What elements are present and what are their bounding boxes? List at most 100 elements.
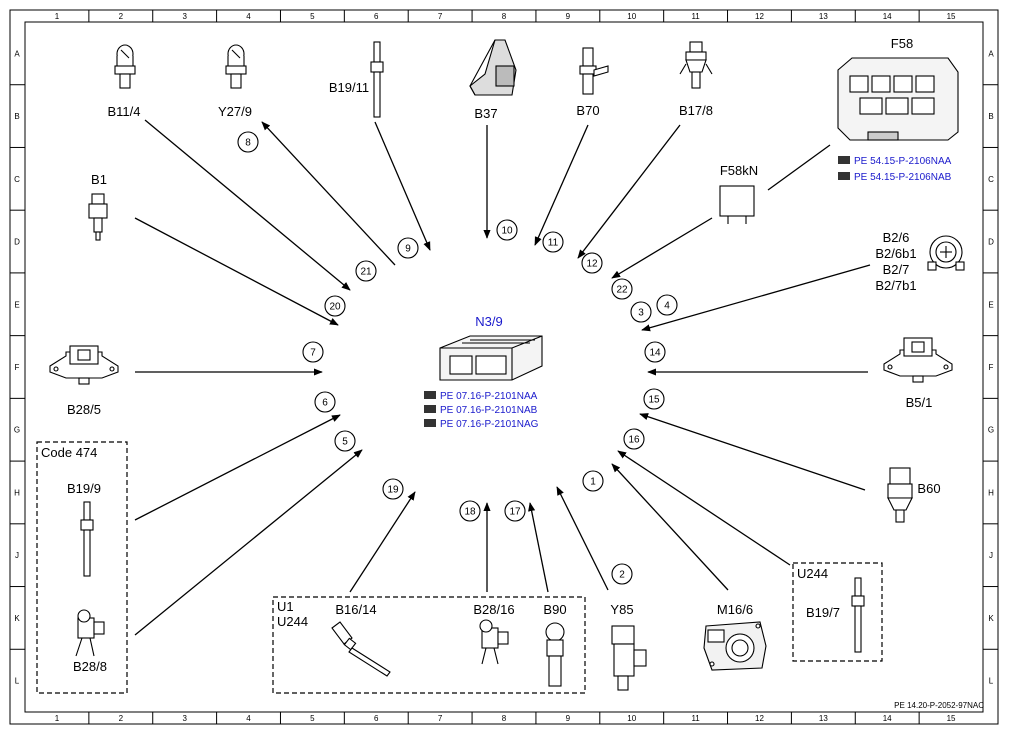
callout-circle	[314, 391, 336, 413]
b16-14-temp-sensor-icon	[331, 621, 391, 677]
footer-reference: PE 14.20-P-2052-97NAC	[894, 701, 984, 710]
label-b28-16: B28/16	[473, 602, 514, 617]
callout-circle	[382, 478, 404, 500]
callout-circle	[237, 131, 259, 153]
arrow-b90	[528, 502, 549, 593]
callout-number: 9	[405, 244, 411, 255]
grid-column-label: 11	[691, 12, 700, 21]
b19-7-temp-probe-icon	[851, 577, 865, 653]
label-b17-8: B17/8	[679, 103, 713, 118]
grid-column-label: 2	[119, 714, 124, 723]
grid-row-label: E	[988, 300, 993, 309]
label-b11-4: B11/4	[107, 104, 140, 119]
label-b19-11: B19/11	[329, 80, 369, 95]
label-b28-8: B28/8	[73, 659, 107, 674]
label-b60: B60	[917, 481, 940, 496]
callout-number: 2	[619, 570, 625, 581]
grid-ticks	[10, 10, 998, 724]
callout-circle	[496, 219, 518, 241]
ref-f58-naa: PE 54.15-P-2106NAA	[854, 156, 952, 167]
label-b19-9: B19/9	[67, 481, 101, 496]
grid-row-label: C	[14, 175, 20, 184]
grid-column-label: 6	[374, 714, 379, 723]
grid-column-label: 8	[502, 714, 507, 723]
b28-8-pressure-sensor-icon	[75, 609, 105, 657]
grid-column-label: 14	[883, 12, 892, 21]
callout-circle	[630, 301, 652, 323]
arrow-b60	[639, 413, 866, 491]
callout-2: 2	[611, 563, 633, 585]
arrow-f58kn	[611, 217, 713, 279]
ref-n3-9-nab: PE 07.16-P-2101NAB	[440, 405, 538, 416]
callout-number: 3	[638, 308, 644, 319]
grid-column-label: 5	[310, 12, 315, 21]
grid-column-label: 2	[119, 12, 124, 21]
book-icon	[424, 405, 436, 413]
arrow-b70	[534, 124, 589, 246]
grid-column-label: 12	[755, 714, 764, 723]
grid-column-label: 12	[755, 12, 764, 21]
callout-circle	[504, 500, 526, 522]
b37-pedal-sensor-icon	[469, 39, 517, 96]
b5-1-pressure-sensor-icon	[883, 337, 953, 383]
callout-number: 6	[322, 398, 328, 409]
grid-row-label: L	[15, 677, 20, 686]
callout-number: 16	[628, 435, 640, 446]
group-box-code474	[36, 441, 128, 694]
grid-row-label: J	[15, 551, 19, 560]
reference-icons	[424, 156, 850, 427]
callout-3: 3	[630, 301, 652, 323]
grid-row-label: A	[14, 49, 20, 58]
callout-circle	[656, 294, 678, 316]
grid-column-label: 5	[310, 714, 315, 723]
arrow-b1	[134, 217, 339, 326]
grid-row-label: G	[988, 426, 994, 435]
grid-column-label: 13	[819, 714, 828, 723]
callout-number: 7	[310, 348, 316, 359]
callout-7: 7	[302, 341, 324, 363]
label-y27-9: Y27/9	[218, 104, 252, 119]
callout-22: 22	[611, 278, 633, 300]
inner-frame	[24, 21, 984, 713]
label-b28-5: B28/5	[67, 402, 101, 417]
grid-row-label: G	[14, 426, 20, 435]
arrow-b19-7	[617, 450, 791, 566]
grid-column-label: 9	[566, 12, 571, 21]
label-u244-bottom: U244	[277, 614, 308, 629]
callout-circle	[581, 252, 603, 274]
callout-18: 18	[459, 500, 481, 522]
callout-number: 8	[245, 138, 251, 149]
label-b2-6: B2/6	[883, 230, 910, 245]
grid-labels: 1122334455667788991010111112121313141415…	[14, 12, 994, 723]
label-b5-1: B5/1	[906, 395, 933, 410]
b11-4-sensor-icon	[114, 44, 136, 89]
callout-circle	[611, 563, 633, 585]
label-y85: Y85	[610, 602, 633, 617]
callout-circle	[397, 237, 419, 259]
b28-5-pressure-sensor-icon	[49, 345, 119, 385]
callout-number: 1	[590, 477, 596, 488]
grid-row-label: A	[988, 49, 994, 58]
grid-row-label: F	[989, 363, 994, 372]
label-b70: B70	[576, 103, 599, 118]
grid-row-label: K	[988, 614, 994, 623]
grid-row-label: L	[989, 677, 994, 686]
label-b90: B90	[543, 602, 566, 617]
label-u244-right: U244	[797, 566, 828, 581]
grid-column-label: 3	[182, 714, 187, 723]
callout-12: 12	[581, 252, 603, 274]
grid-column-label: 10	[627, 714, 636, 723]
callout-circle	[644, 341, 666, 363]
label-n3-9: N3/9	[475, 314, 502, 329]
book-icon	[424, 419, 436, 427]
callout-5: 5	[334, 430, 356, 452]
label-m16-6: M16/6	[717, 602, 753, 617]
label-b2-7: B2/7	[883, 262, 910, 277]
label-u1: U1	[277, 599, 294, 614]
b28-16-pressure-sensor-icon	[479, 619, 509, 665]
callout-circle	[302, 341, 324, 363]
label-b2-7b1: B2/7b1	[875, 278, 916, 293]
f58-fuse-box-icon	[837, 57, 959, 141]
callout-circle	[611, 278, 633, 300]
b1-temp-sensor-icon	[88, 193, 108, 241]
